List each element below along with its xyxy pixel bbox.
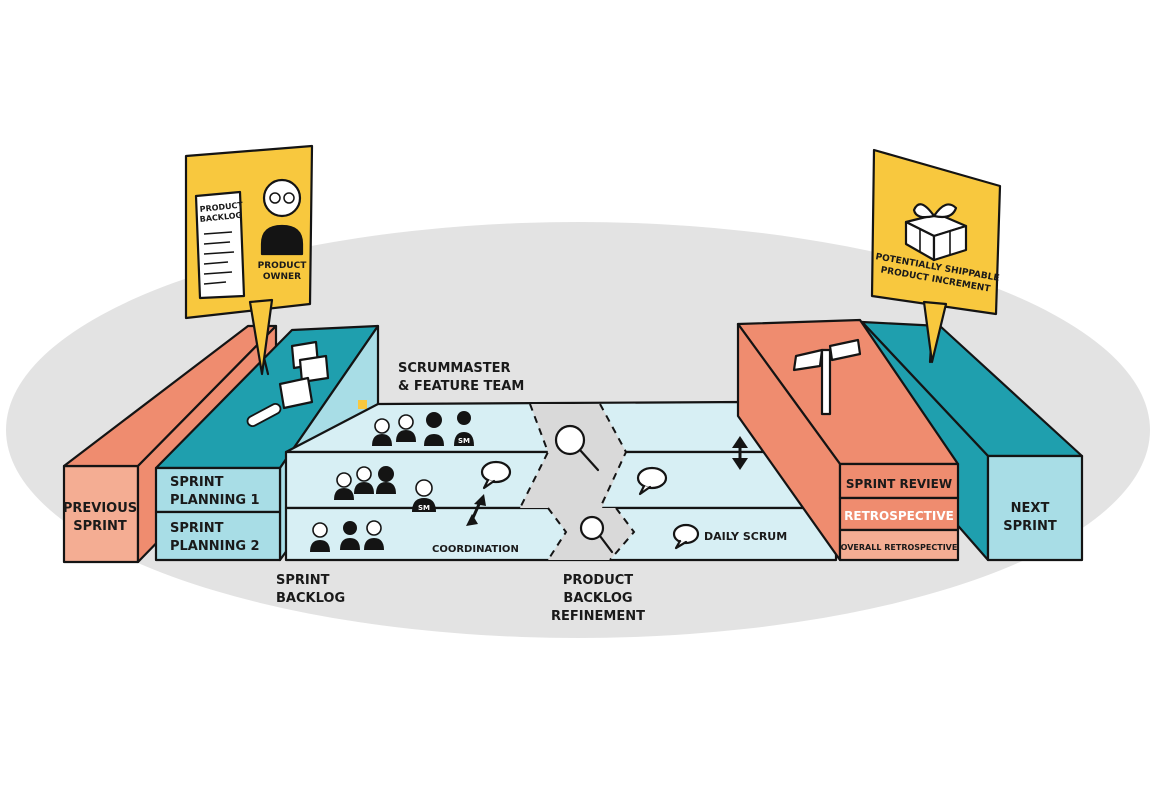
sprint-planning-1-label-1: SPRINT (170, 475, 224, 490)
speech-bubble-icon (672, 523, 700, 550)
overall-retrospective-label: OVERALL RETROSPECTIVE (841, 543, 958, 552)
magnifier-icon (554, 424, 600, 472)
person-icon: SM (412, 479, 436, 512)
person-icon (364, 520, 384, 550)
product-backlog-refinement-label-3: REFINEMENT (551, 609, 645, 624)
sprint-planning-2-label-2: PLANNING 2 (170, 539, 260, 554)
person-icon (340, 521, 360, 550)
increment-sign: POTENTIALLY SHIPPABLE PRODUCT INCREMENT (870, 148, 1002, 364)
person-icon (354, 466, 374, 494)
previous-sprint-label-1: PREVIOUS (63, 501, 137, 516)
next-sprint-label-2: SPRINT (1003, 519, 1057, 534)
speech-bubble-icon (636, 466, 668, 496)
person-icon (424, 412, 444, 446)
backlog-list-icon (203, 231, 235, 285)
previous-sprint-label-2: SPRINT (73, 519, 127, 534)
magnifier-icon (579, 515, 614, 554)
product-owner-label-2: OWNER (263, 272, 301, 282)
retrospective-label: RETROSPECTIVE (844, 509, 954, 523)
product-owner-sign: PRODUCT BACKLOG PRODUCT OWNER (184, 144, 314, 376)
scrummaster-label-1: SCRUMMASTER (398, 361, 511, 376)
refinement-band (520, 404, 634, 560)
team-members: SM SM (310, 411, 474, 552)
product-backlog-refinement-label-2: BACKLOG (563, 591, 632, 606)
sprint-backlog-label-2: BACKLOG (276, 591, 345, 606)
person-icon (396, 414, 416, 442)
person-icon (376, 466, 396, 494)
review-retrospective-block: SPRINT REVIEW RETROSPECTIVE OVERALL RETR… (736, 318, 960, 562)
marker-icon (246, 402, 282, 428)
coordination-label: COORDINATION (432, 544, 519, 555)
person-icon (334, 472, 354, 500)
sprint-planning-1-label-2: PLANNING 1 (170, 493, 260, 508)
product-owner-avatar (260, 178, 304, 256)
person-icon (310, 522, 330, 552)
signpost-icon (792, 338, 862, 416)
product-owner-label-1: PRODUCT (258, 261, 308, 271)
person-icon (372, 418, 392, 446)
sm-badge: SM (458, 437, 470, 445)
gift-box-icon (904, 203, 968, 262)
person-icon: SM (454, 411, 474, 446)
speech-bubble-icon (480, 460, 512, 490)
sprint-planning-2-label-1: SPRINT (170, 521, 224, 536)
sprint-review-label: SPRINT REVIEW (846, 477, 952, 491)
product-backlog-title-2: BACKLOG (199, 211, 242, 224)
double-arrow-icon (732, 436, 748, 470)
daily-scrum-label: DAILY SCRUM (704, 530, 787, 543)
product-backlog-refinement-label-1: PRODUCT (563, 573, 633, 588)
scrummaster-label-2: & FEATURE TEAM (398, 379, 524, 394)
sprint-backlog-label-1: SPRINT (276, 573, 330, 588)
papers-icon (278, 340, 330, 410)
sm-badge: SM (418, 504, 430, 512)
next-sprint-label-1: NEXT (1011, 501, 1050, 516)
double-arrow-icon (466, 494, 486, 526)
